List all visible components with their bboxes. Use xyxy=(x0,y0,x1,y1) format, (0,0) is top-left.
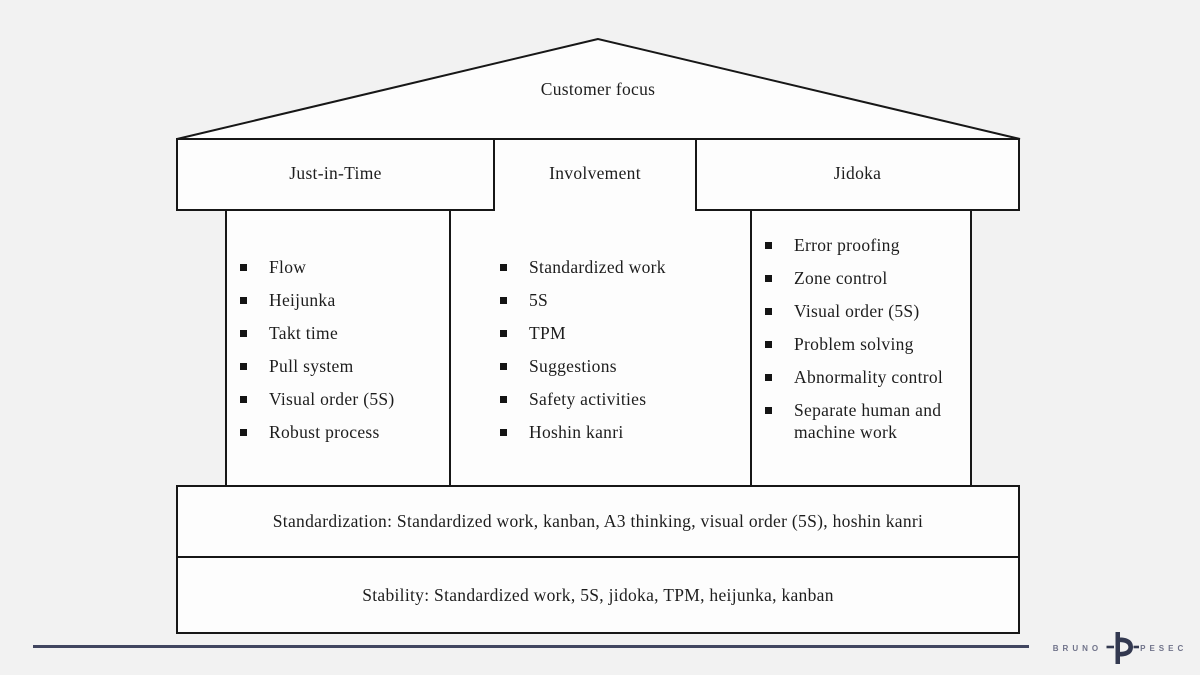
bullet-square-icon xyxy=(500,264,507,271)
brand-p-mark-icon xyxy=(1106,632,1140,664)
list-item: Heijunka xyxy=(240,289,395,311)
header-divider-left xyxy=(493,138,495,211)
pillar-title-involvement: Involvement xyxy=(549,163,641,183)
bullet-square-icon xyxy=(765,407,772,414)
bullet-square-icon xyxy=(240,330,247,337)
pillar-box-just-in-time xyxy=(225,209,451,487)
footer-rule xyxy=(33,645,1029,648)
list-item: Abnormality control xyxy=(765,366,944,388)
list-jidoka: Error proofing Zone control Visual order… xyxy=(765,234,944,443)
foundation-standardization: Standardization: Standardized work, kanb… xyxy=(176,485,1020,558)
list-item: Suggestions xyxy=(500,355,666,377)
bullet-square-icon xyxy=(765,275,772,282)
brand-last-name: PESEC xyxy=(1140,643,1188,653)
bullet-square-icon xyxy=(240,264,247,271)
list-item: Visual order (5S) xyxy=(240,388,395,410)
brand-logo: BRUNO PESEC xyxy=(1046,628,1194,668)
bullet-square-icon xyxy=(240,396,247,403)
foundation-standardization-label: Standardization: Standardized work, kanb… xyxy=(272,511,924,531)
header-divider-right xyxy=(695,138,697,211)
list-just-in-time: Flow Heijunka Takt time Pull system Visu… xyxy=(240,256,395,443)
list-item: Flow xyxy=(240,256,395,278)
list-item: Standardized work xyxy=(500,256,666,278)
list-item: Robust process xyxy=(240,421,395,443)
bullet-square-icon xyxy=(240,429,247,436)
list-item: Pull system xyxy=(240,355,395,377)
list-item: TPM xyxy=(500,322,666,344)
list-item: Error proofing xyxy=(765,234,944,256)
foundation-stability-label: Stability: Standardized work, 5S, jidoka… xyxy=(362,584,834,605)
list-item: Safety activities xyxy=(500,388,666,410)
roof-label: Customer focus xyxy=(540,79,656,99)
list-item: Visual order (5S) xyxy=(765,300,944,322)
bullet-square-icon xyxy=(240,363,247,370)
pillar-box-jidoka xyxy=(750,209,972,487)
bullet-square-icon xyxy=(500,429,507,436)
bullet-square-icon xyxy=(500,330,507,337)
bullet-square-icon xyxy=(500,297,507,304)
pillar-header-band xyxy=(176,138,1020,211)
bullet-square-icon xyxy=(765,341,772,348)
list-item: Zone control xyxy=(765,267,944,289)
list-item: Hoshin kanri xyxy=(500,421,666,443)
bullet-square-icon xyxy=(240,297,247,304)
bullet-square-icon xyxy=(500,363,507,370)
list-item: 5S xyxy=(500,289,666,311)
pillar-title-just-in-time: Just-in-Time xyxy=(289,163,382,183)
brand-first-name: BRUNO xyxy=(1052,643,1103,653)
list-item: Takt time xyxy=(240,322,395,344)
list-item: Problem solving xyxy=(765,333,944,355)
involvement-column-body xyxy=(451,211,750,485)
bullet-square-icon xyxy=(765,374,772,381)
bullet-square-icon xyxy=(500,396,507,403)
foundation-stability: Stability: Standardized work, 5S, jidoka… xyxy=(176,556,1020,634)
pillar-title-jidoka: Jidoka xyxy=(833,163,882,183)
bullet-square-icon xyxy=(765,242,772,249)
bullet-square-icon xyxy=(765,308,772,315)
list-involvement: Standardized work 5S TPM Suggestions Saf… xyxy=(500,256,666,443)
list-item: Separate human and machine work xyxy=(765,399,944,443)
